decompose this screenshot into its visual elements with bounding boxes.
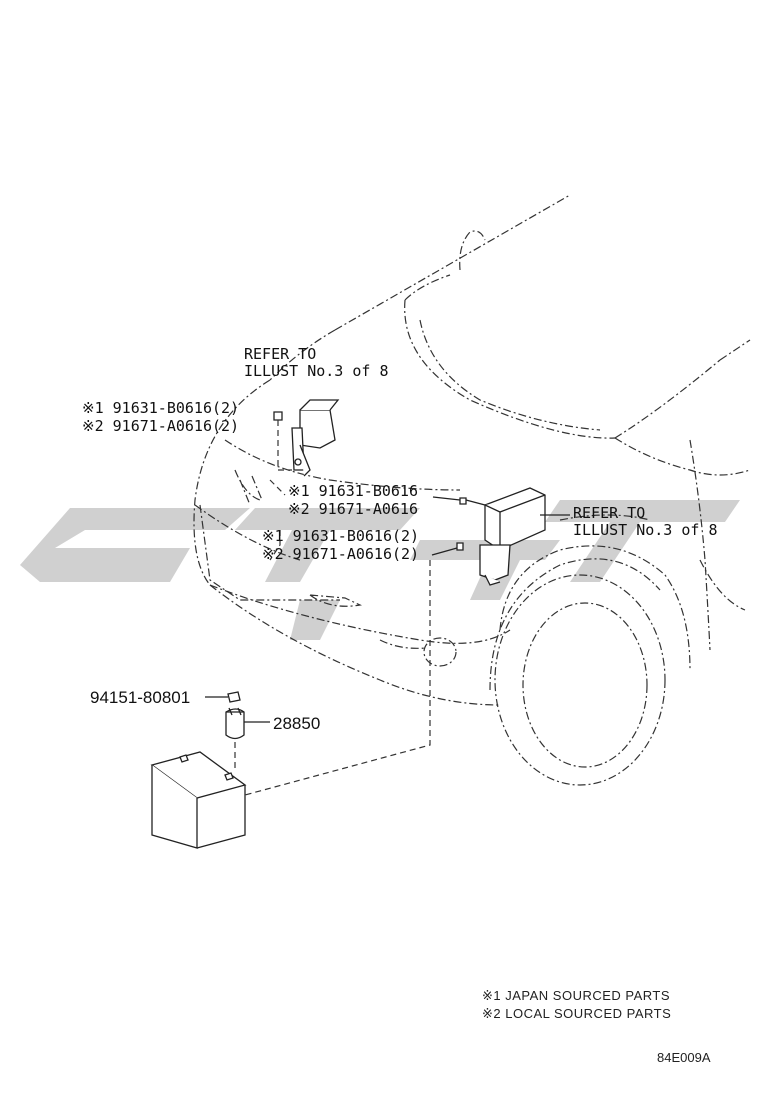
refer-top-line2: ILLUST No.3 of 8 bbox=[244, 362, 389, 380]
source-notes: ※1 JAPAN SOURCED PARTS ※2 LOCAL SOURCED … bbox=[482, 988, 671, 1021]
vehicle-outline bbox=[193, 194, 751, 786]
part-94151-label: 94151-80801 bbox=[90, 688, 190, 707]
bolt-left-local: ※2 91671-A0616(2) bbox=[82, 417, 239, 435]
refer-right-line2: ILLUST No.3 of 8 bbox=[573, 521, 718, 539]
diagram-code: 84E009A bbox=[657, 1050, 711, 1065]
connection-lines bbox=[244, 479, 570, 796]
battery bbox=[150, 751, 247, 849]
bolt-low-japan: ※1 91631-B0616(2) bbox=[262, 527, 419, 545]
right-relay-block bbox=[431, 487, 546, 586]
callout-labels: REFER TO ILLUST No.3 of 8 ※1 91631-B0616… bbox=[82, 345, 718, 733]
note-japan-sourced: ※1 JAPAN SOURCED PARTS bbox=[482, 988, 670, 1003]
note-local-sourced: ※2 LOCAL SOURCED PARTS bbox=[482, 1006, 671, 1021]
bolt-mid-local: ※2 91671-A0616 bbox=[288, 500, 418, 518]
bolt-mid-japan: ※1 91631-B0616 bbox=[288, 482, 418, 500]
upper-relay-block bbox=[273, 399, 340, 477]
refer-right-line1: REFER TO bbox=[573, 504, 645, 522]
part-28850-label: 28850 bbox=[273, 714, 320, 733]
bolt-left-japan: ※1 91631-B0616(2) bbox=[82, 399, 239, 417]
bolt-low-local: ※2 91671-A0616(2) bbox=[262, 545, 419, 563]
refer-top-line1: REFER TO bbox=[244, 345, 316, 363]
nut-and-fuse bbox=[205, 691, 270, 770]
